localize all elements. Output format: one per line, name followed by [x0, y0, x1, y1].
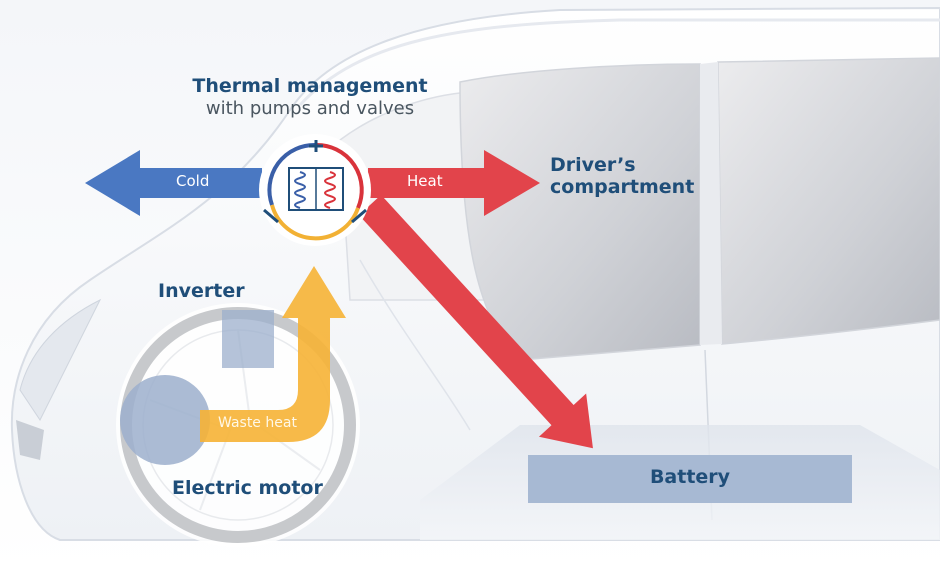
- thermal-management-title: Thermal management: [192, 75, 428, 97]
- battery-label: Battery: [649, 466, 731, 488]
- heat-to-battery-arrow: [358, 194, 593, 449]
- thermal-management-subtitle: with pumps and valves: [205, 98, 415, 119]
- cold-arrow: [85, 150, 262, 216]
- electric-motor-block: [120, 375, 210, 465]
- cold-label: Cold: [176, 172, 210, 190]
- inverter-block: [222, 310, 274, 368]
- battery-block: [528, 455, 852, 503]
- electric-motor-label: Electric motor: [172, 477, 323, 499]
- waste-heat-arrow: [200, 266, 346, 442]
- heat-label: Heat: [407, 172, 443, 190]
- heat-exchanger-icon: [259, 134, 371, 246]
- drivers-compartment-label: Driver’s compartment: [550, 154, 695, 198]
- heat-arrow: [368, 150, 540, 216]
- waste-heat-label: Waste heat: [218, 415, 297, 431]
- inverter-label: Inverter: [158, 280, 245, 302]
